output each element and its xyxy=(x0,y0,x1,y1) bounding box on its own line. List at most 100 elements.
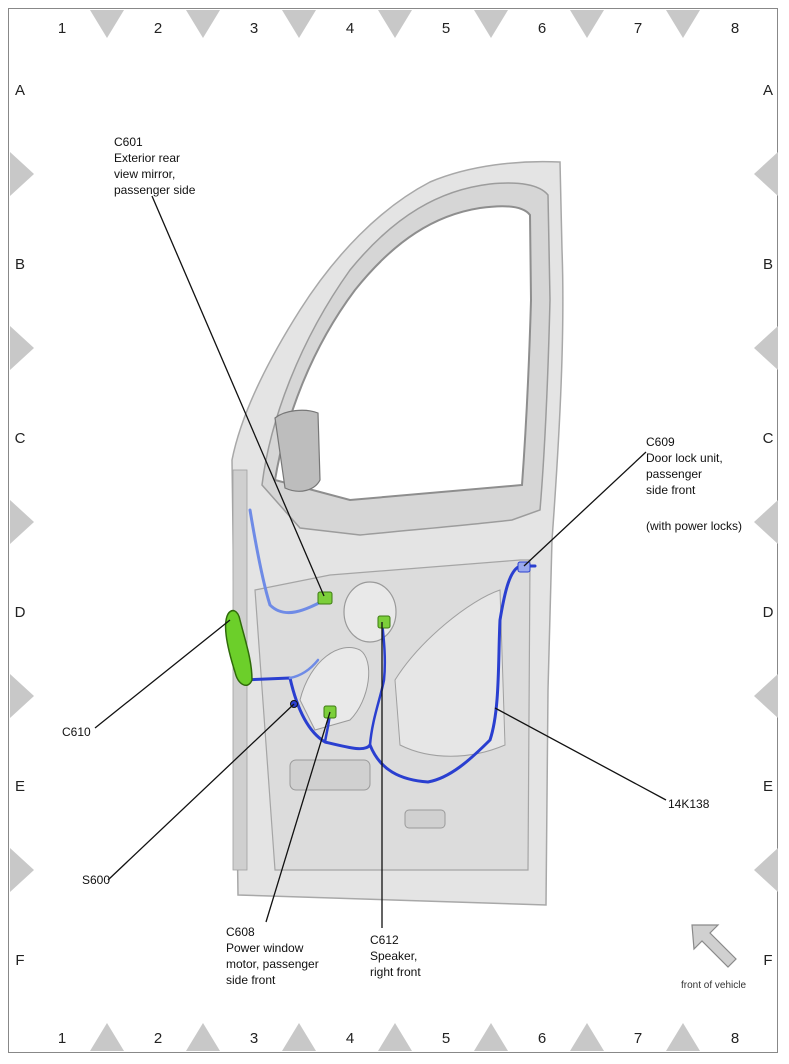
callout-desc: motor, passenger xyxy=(226,957,319,971)
connector-c610 xyxy=(224,609,253,687)
col-label: 6 xyxy=(538,1030,546,1047)
col-label: 8 xyxy=(731,20,739,37)
grid-marker xyxy=(378,1023,412,1051)
col-label: 3 xyxy=(250,20,258,37)
row-label: F xyxy=(15,952,24,969)
row-label: A xyxy=(15,82,25,99)
grid-row-labels-right: A B C D E F xyxy=(763,82,774,969)
connector-c609 xyxy=(517,561,531,573)
col-label: 7 xyxy=(634,1030,642,1047)
callout-desc: Door lock unit, xyxy=(646,451,723,465)
leader-s600 xyxy=(107,703,295,881)
grid-marker xyxy=(10,326,34,370)
mirror-housing xyxy=(274,409,321,492)
callout-s600: S600 xyxy=(82,873,110,887)
grid-marker xyxy=(474,1023,508,1051)
grid-marker xyxy=(186,10,220,38)
col-label: 1 xyxy=(58,1030,66,1047)
callout-desc: right front xyxy=(370,965,421,979)
row-label: C xyxy=(763,430,774,447)
harness-branch-speaker xyxy=(368,620,387,747)
callout-desc: side front xyxy=(646,483,696,497)
callout-14k138: 14K138 xyxy=(668,797,710,811)
window-motor-pocket xyxy=(299,647,370,731)
grid-row-labels-left: A B C D E F xyxy=(15,82,26,969)
col-label: 7 xyxy=(634,20,642,37)
leader-c608 xyxy=(265,711,331,923)
row-label: B xyxy=(763,256,773,273)
lower-slot xyxy=(404,809,446,829)
grid-marker xyxy=(90,1023,124,1051)
callout-desc: side front xyxy=(226,973,276,987)
grid-marker xyxy=(186,1023,220,1051)
grid-marker xyxy=(666,10,700,38)
grid-marker xyxy=(10,152,34,196)
col-label: 2 xyxy=(154,20,162,37)
callout-code: C601 xyxy=(114,135,143,149)
col-label: 5 xyxy=(442,1030,450,1047)
grid-marker xyxy=(282,10,316,38)
grid-marker xyxy=(570,10,604,38)
grid-marker xyxy=(666,1023,700,1051)
row-label: D xyxy=(763,604,774,621)
col-label: 4 xyxy=(346,20,354,37)
callout-desc: passenger side xyxy=(114,183,196,197)
grid-marker xyxy=(10,674,34,718)
callout-c610: C610 xyxy=(62,725,91,739)
connector-c601 xyxy=(317,591,333,605)
callout-desc: Speaker, xyxy=(370,949,417,963)
harness-branch-mirror xyxy=(248,508,327,615)
grid-marker xyxy=(378,10,412,38)
col-label: 5 xyxy=(442,20,450,37)
grid-marker xyxy=(282,1023,316,1051)
connector-c612 xyxy=(377,615,391,629)
callout-code: C609 xyxy=(646,435,675,449)
grid-markers xyxy=(10,10,778,1051)
callout-code: S600 xyxy=(82,873,110,887)
callout-desc: view mirror, xyxy=(114,167,175,181)
grid-marker xyxy=(754,152,778,196)
front-of-vehicle-indicator: front of vehicle xyxy=(681,924,746,991)
grid-column-labels-bottom: 1 2 3 4 5 6 7 8 xyxy=(58,1030,739,1047)
callout-desc: Exterior rear xyxy=(114,151,180,165)
col-label: 1 xyxy=(58,20,66,37)
row-label: A xyxy=(763,82,773,99)
speaker-opening xyxy=(343,581,397,643)
front-of-vehicle-label: front of vehicle xyxy=(681,980,746,991)
wiring-harness-14k138 xyxy=(241,508,537,784)
callout-code: 14K138 xyxy=(668,797,710,811)
row-label: E xyxy=(15,778,25,795)
callout-desc: passenger xyxy=(646,467,702,481)
col-label: 4 xyxy=(346,1030,354,1047)
grid-marker xyxy=(754,848,778,892)
leader-c609 xyxy=(523,451,647,567)
leader-14k138 xyxy=(494,707,667,801)
col-label: 8 xyxy=(731,1030,739,1047)
window-opening xyxy=(273,205,533,502)
leader-lines xyxy=(94,195,667,928)
callout-code: C612 xyxy=(370,933,399,947)
callout-code: C608 xyxy=(226,925,255,939)
leader-c610 xyxy=(94,619,231,729)
lower-pocket xyxy=(289,759,371,791)
callout-c601: C601 Exterior rear view mirror, passenge… xyxy=(114,135,196,197)
grid-column-labels-top: 1 2 3 4 5 6 7 8 xyxy=(58,20,739,37)
row-label: C xyxy=(15,430,26,447)
callout-c608: C608 Power window motor, passenger side … xyxy=(226,925,319,987)
grid-marker xyxy=(754,500,778,544)
callout-desc: (with power locks) xyxy=(646,519,742,533)
grid-marker xyxy=(474,10,508,38)
col-label: 2 xyxy=(154,1030,162,1047)
grid-marker xyxy=(10,500,34,544)
callout-code: C610 xyxy=(62,725,91,739)
callout-desc: Power window xyxy=(226,941,304,955)
arrow-up-left-icon xyxy=(691,924,737,968)
grid-marker xyxy=(10,848,34,892)
row-label: F xyxy=(763,952,772,969)
row-label: E xyxy=(763,778,773,795)
grid-marker xyxy=(570,1023,604,1051)
harness-branch-upper xyxy=(288,658,320,680)
callout-c612: C612 Speaker, right front xyxy=(370,933,421,979)
door-illustration xyxy=(231,160,564,906)
